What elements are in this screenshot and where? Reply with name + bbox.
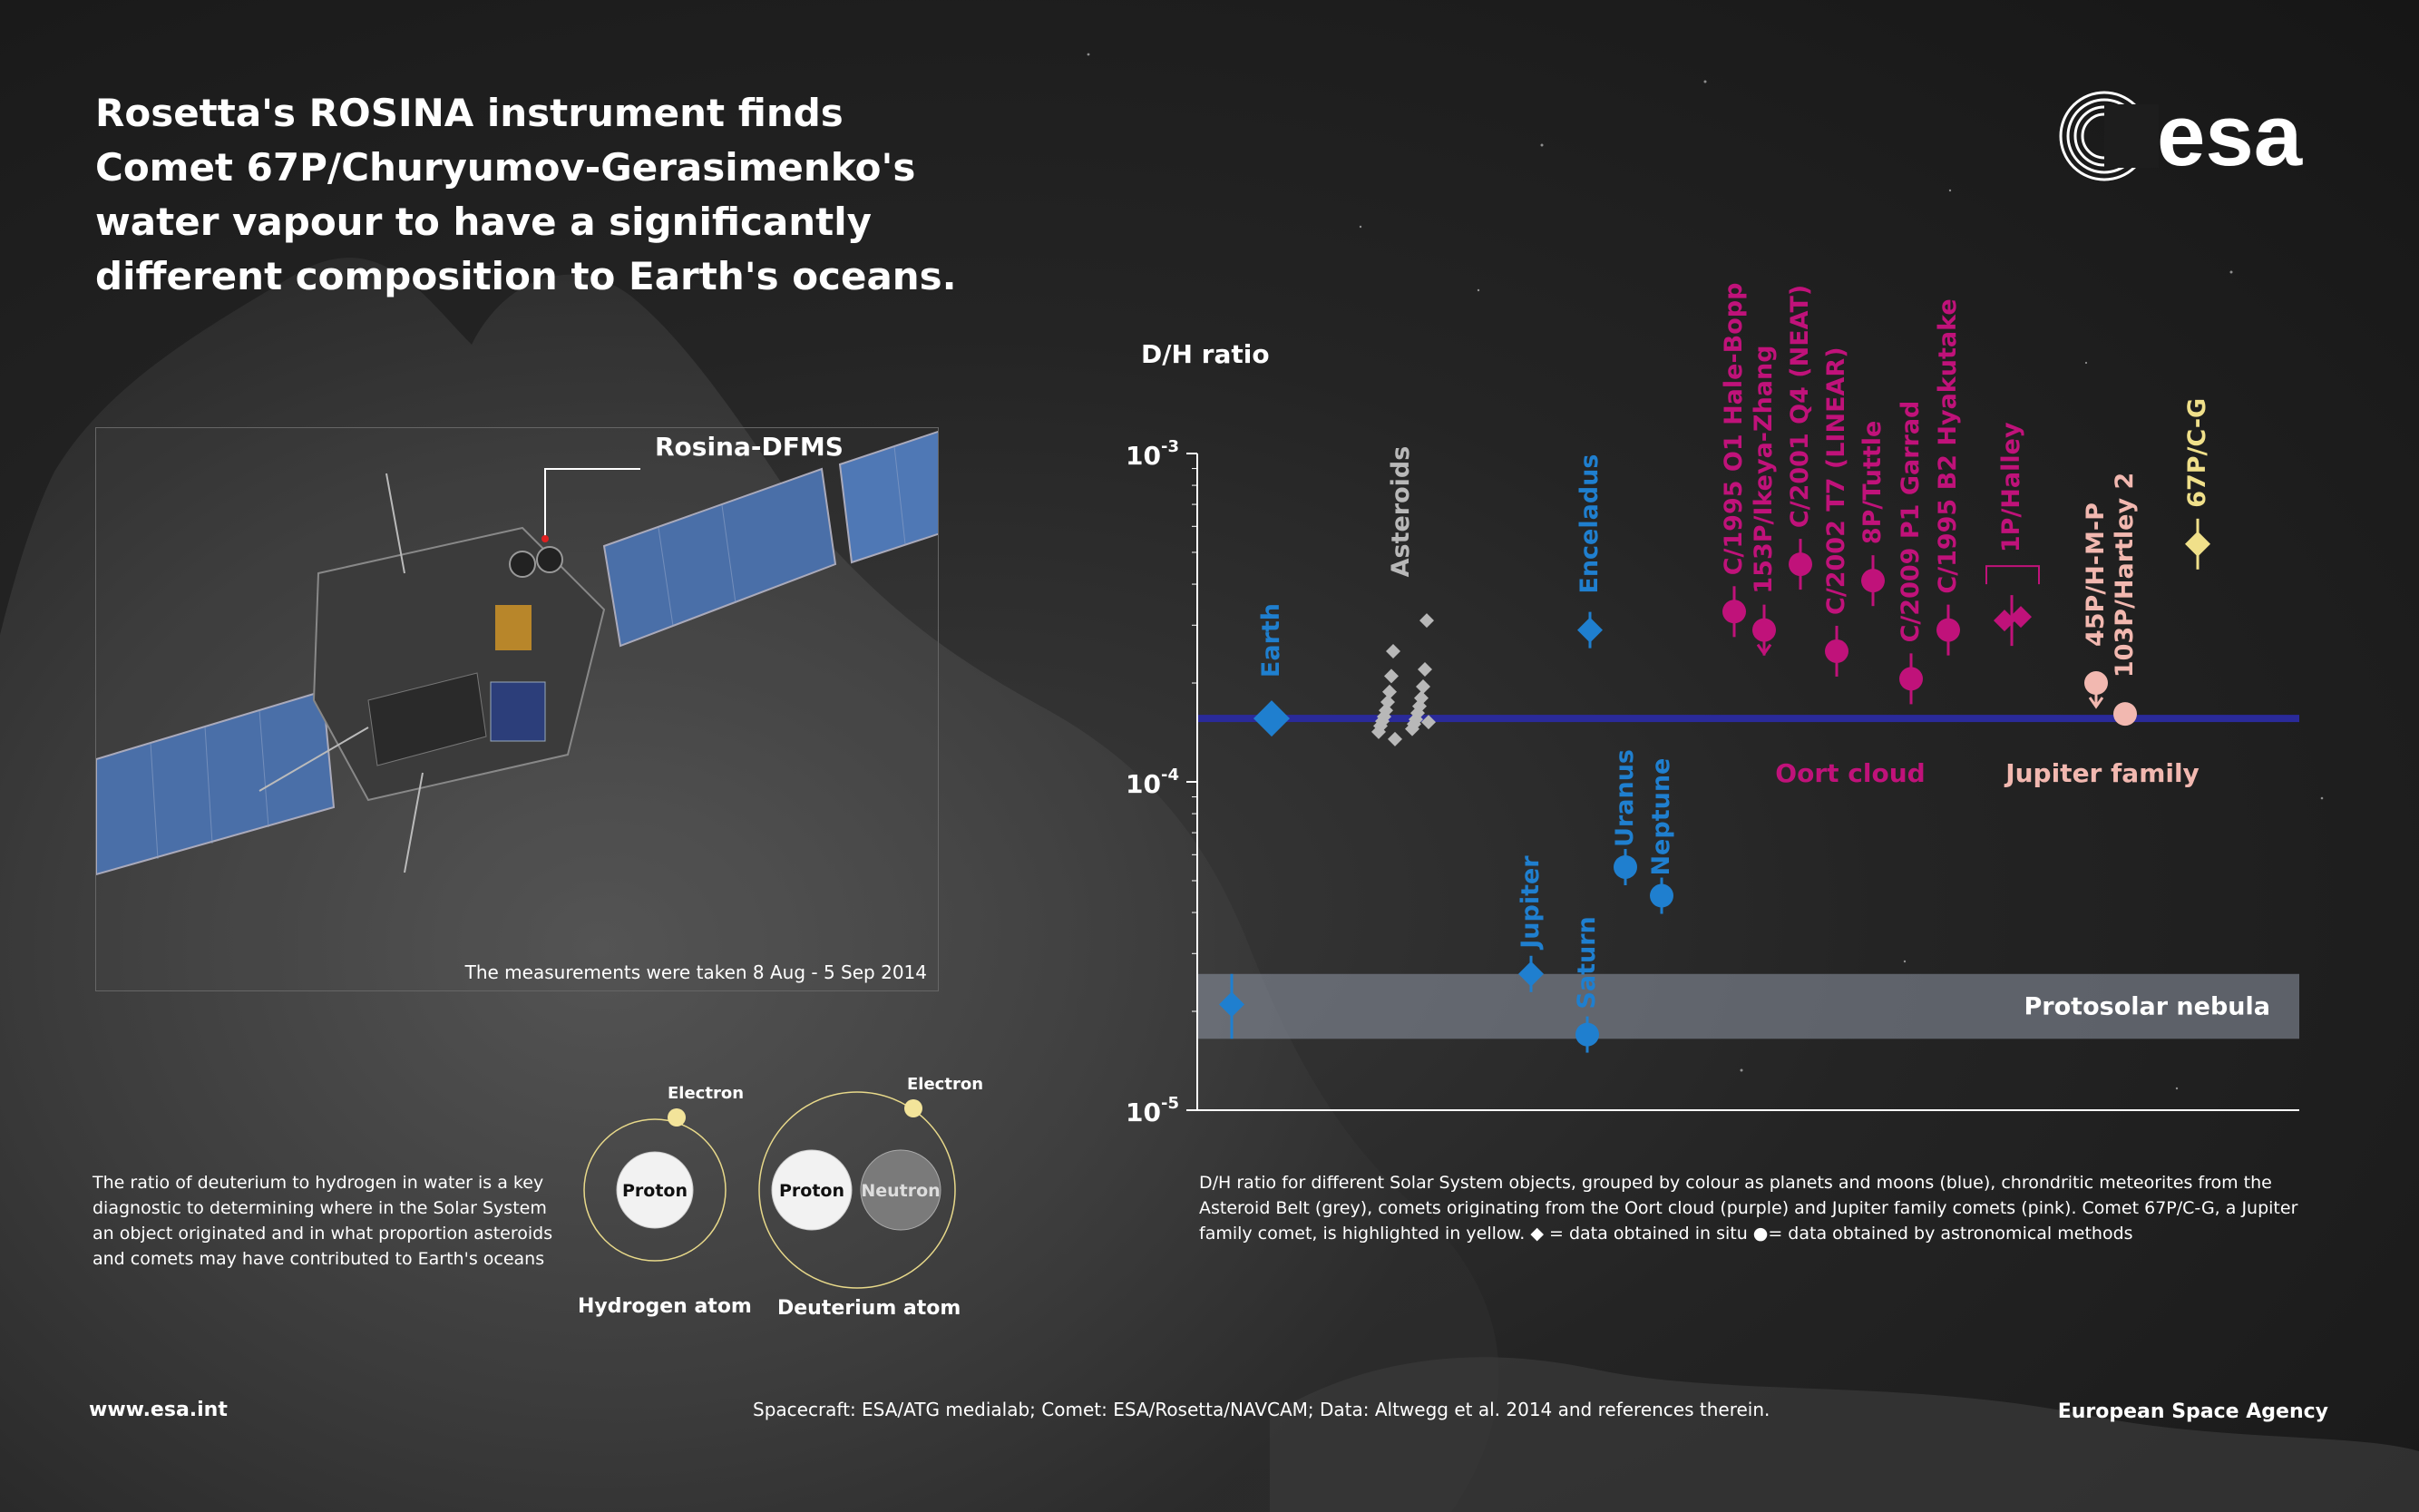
jupiter-family-label: Jupiter family: [2004, 758, 2200, 788]
oort-cloud-label: Oort cloud: [1775, 758, 1925, 788]
data-point-c-2002-t7-linear-: [1825, 639, 1848, 663]
title-line: water vapour to have a significantly: [95, 200, 873, 244]
point-label: C/1995 O1 Hale-Bopp: [1720, 283, 1748, 576]
data-point-c-1995-o1-hale-bopp: [1722, 600, 1746, 624]
y-tick-label: 10-5: [1126, 1094, 1179, 1127]
data-point-8p-tuttle: [1861, 569, 1885, 593]
asteroids-label: Asteroids: [1387, 446, 1415, 578]
point-label: C/2002 T7 (LINEAR): [1822, 346, 1850, 614]
spacecraft-illustration: [95, 408, 1014, 876]
data-point-saturn: [1575, 1022, 1599, 1047]
data-point-neptune: [1650, 883, 1673, 908]
photo-caption: The measurements were taken 8 Aug - 5 Se…: [464, 961, 927, 983]
point-label: C/2001 Q4 (NEAT): [1786, 285, 1814, 528]
asteroid-point: [1418, 662, 1432, 678]
point-label: 1P/Halley: [1997, 422, 2025, 552]
data-point-c-1995-b2-hyakutake: [1936, 618, 1960, 642]
upper-limit-arrowhead: [2088, 697, 2104, 709]
y-axis-label: D/H ratio: [1141, 339, 1270, 369]
point-label: 103P/Hartley 2: [2111, 473, 2139, 678]
hydrogen-atom-label: Hydrogen atom: [578, 1295, 752, 1318]
upper-limit-arrowhead: [1756, 643, 1772, 657]
image-credits: Spacecraft: ESA/ATG medialab; Comet: ESA…: [753, 1399, 1770, 1420]
asteroid-point: [1414, 690, 1429, 706]
spacecraft-image: The measurements were taken 8 Aug - 5 Se…: [95, 408, 1014, 991]
point-label: C/1995 B2 Hyakutake: [1934, 298, 1962, 593]
data-point-153p-ikeya-zhang: [1752, 618, 1776, 642]
rosina-dfms-label: Rosina-DFMS: [655, 432, 844, 462]
deuterium-atom-label: Deuterium atom: [777, 1297, 961, 1320]
point-label: C/2009 P1 Garrad: [1897, 401, 1925, 643]
asteroid-point: [1421, 715, 1436, 730]
data-point-c-2009-p1-garrad: [1899, 667, 1923, 691]
page-title: Rosetta's ROSINA instrument finds Comet …: [95, 86, 957, 304]
esa-logo-text: esa: [2157, 87, 2303, 184]
point-label: Neptune: [1647, 758, 1675, 876]
data-point-jupiter: [1518, 961, 1544, 987]
data-point-earth-ocean: [1219, 991, 1244, 1018]
data-point-earth: [1253, 700, 1290, 737]
asteroid-point: [1386, 643, 1400, 658]
asteroid-point: [1416, 679, 1430, 695]
title-line: Comet 67P/Churyumov-Gerasimenko's: [95, 145, 916, 190]
y-tick-label: 10-4: [1126, 766, 1179, 799]
asteroid-point: [1388, 731, 1402, 746]
protosolar-nebula-label: Protosolar nebula: [2024, 993, 2270, 1021]
point-label: 153P/Ikeya-Zhang: [1750, 345, 1778, 593]
data-point-uranus: [1614, 854, 1637, 879]
asteroid-point: [1380, 695, 1395, 710]
asteroid-point: [1384, 668, 1399, 684]
point-label: 45P/H-M-P: [2082, 502, 2110, 647]
point-label: Enceladus: [1575, 454, 1604, 594]
esa-logo-icon: [2059, 91, 2159, 181]
title-line: different composition to Earth's oceans.: [95, 254, 957, 298]
chart-caption: D/H ratio for different Solar System obj…: [1199, 1173, 2298, 1244]
data-point-c-2001-q4-neat-: [1789, 552, 1812, 577]
data-point-67p-c-g: [2185, 531, 2210, 557]
point-label: Saturn: [1573, 916, 1601, 1009]
point-label: 8P/Tuttle: [1858, 421, 1887, 545]
protosolar-nebula-band: [1197, 973, 2299, 1039]
title-line: Rosetta's ROSINA instrument finds: [95, 91, 844, 135]
point-label: Earth: [1257, 603, 1285, 678]
data-point-enceladus: [1577, 617, 1603, 643]
agency-name: European Space Agency: [2057, 1400, 2328, 1423]
y-tick-label: 10-3: [1126, 437, 1179, 471]
data-point-1p-halley-2: [2010, 606, 2032, 629]
data-point-1p-halley: [1994, 610, 2015, 632]
point-label: Jupiter: [1517, 855, 1545, 951]
earth-reference-line: [1197, 715, 2299, 723]
data-point-45p-h-m-p: [2084, 671, 2108, 696]
asteroid-point: [1419, 613, 1434, 629]
point-label: 67P/C-G: [2183, 398, 2211, 508]
left-description: The ratio of deuterium to hydrogen in wa…: [93, 1173, 553, 1269]
asteroid-point: [1382, 684, 1397, 699]
point-label: Uranus: [1611, 749, 1639, 847]
website-link[interactable]: www.esa.int: [89, 1399, 228, 1421]
halley-bracket: [1985, 565, 2040, 585]
data-point-103p-hartley-2: [2113, 702, 2137, 727]
